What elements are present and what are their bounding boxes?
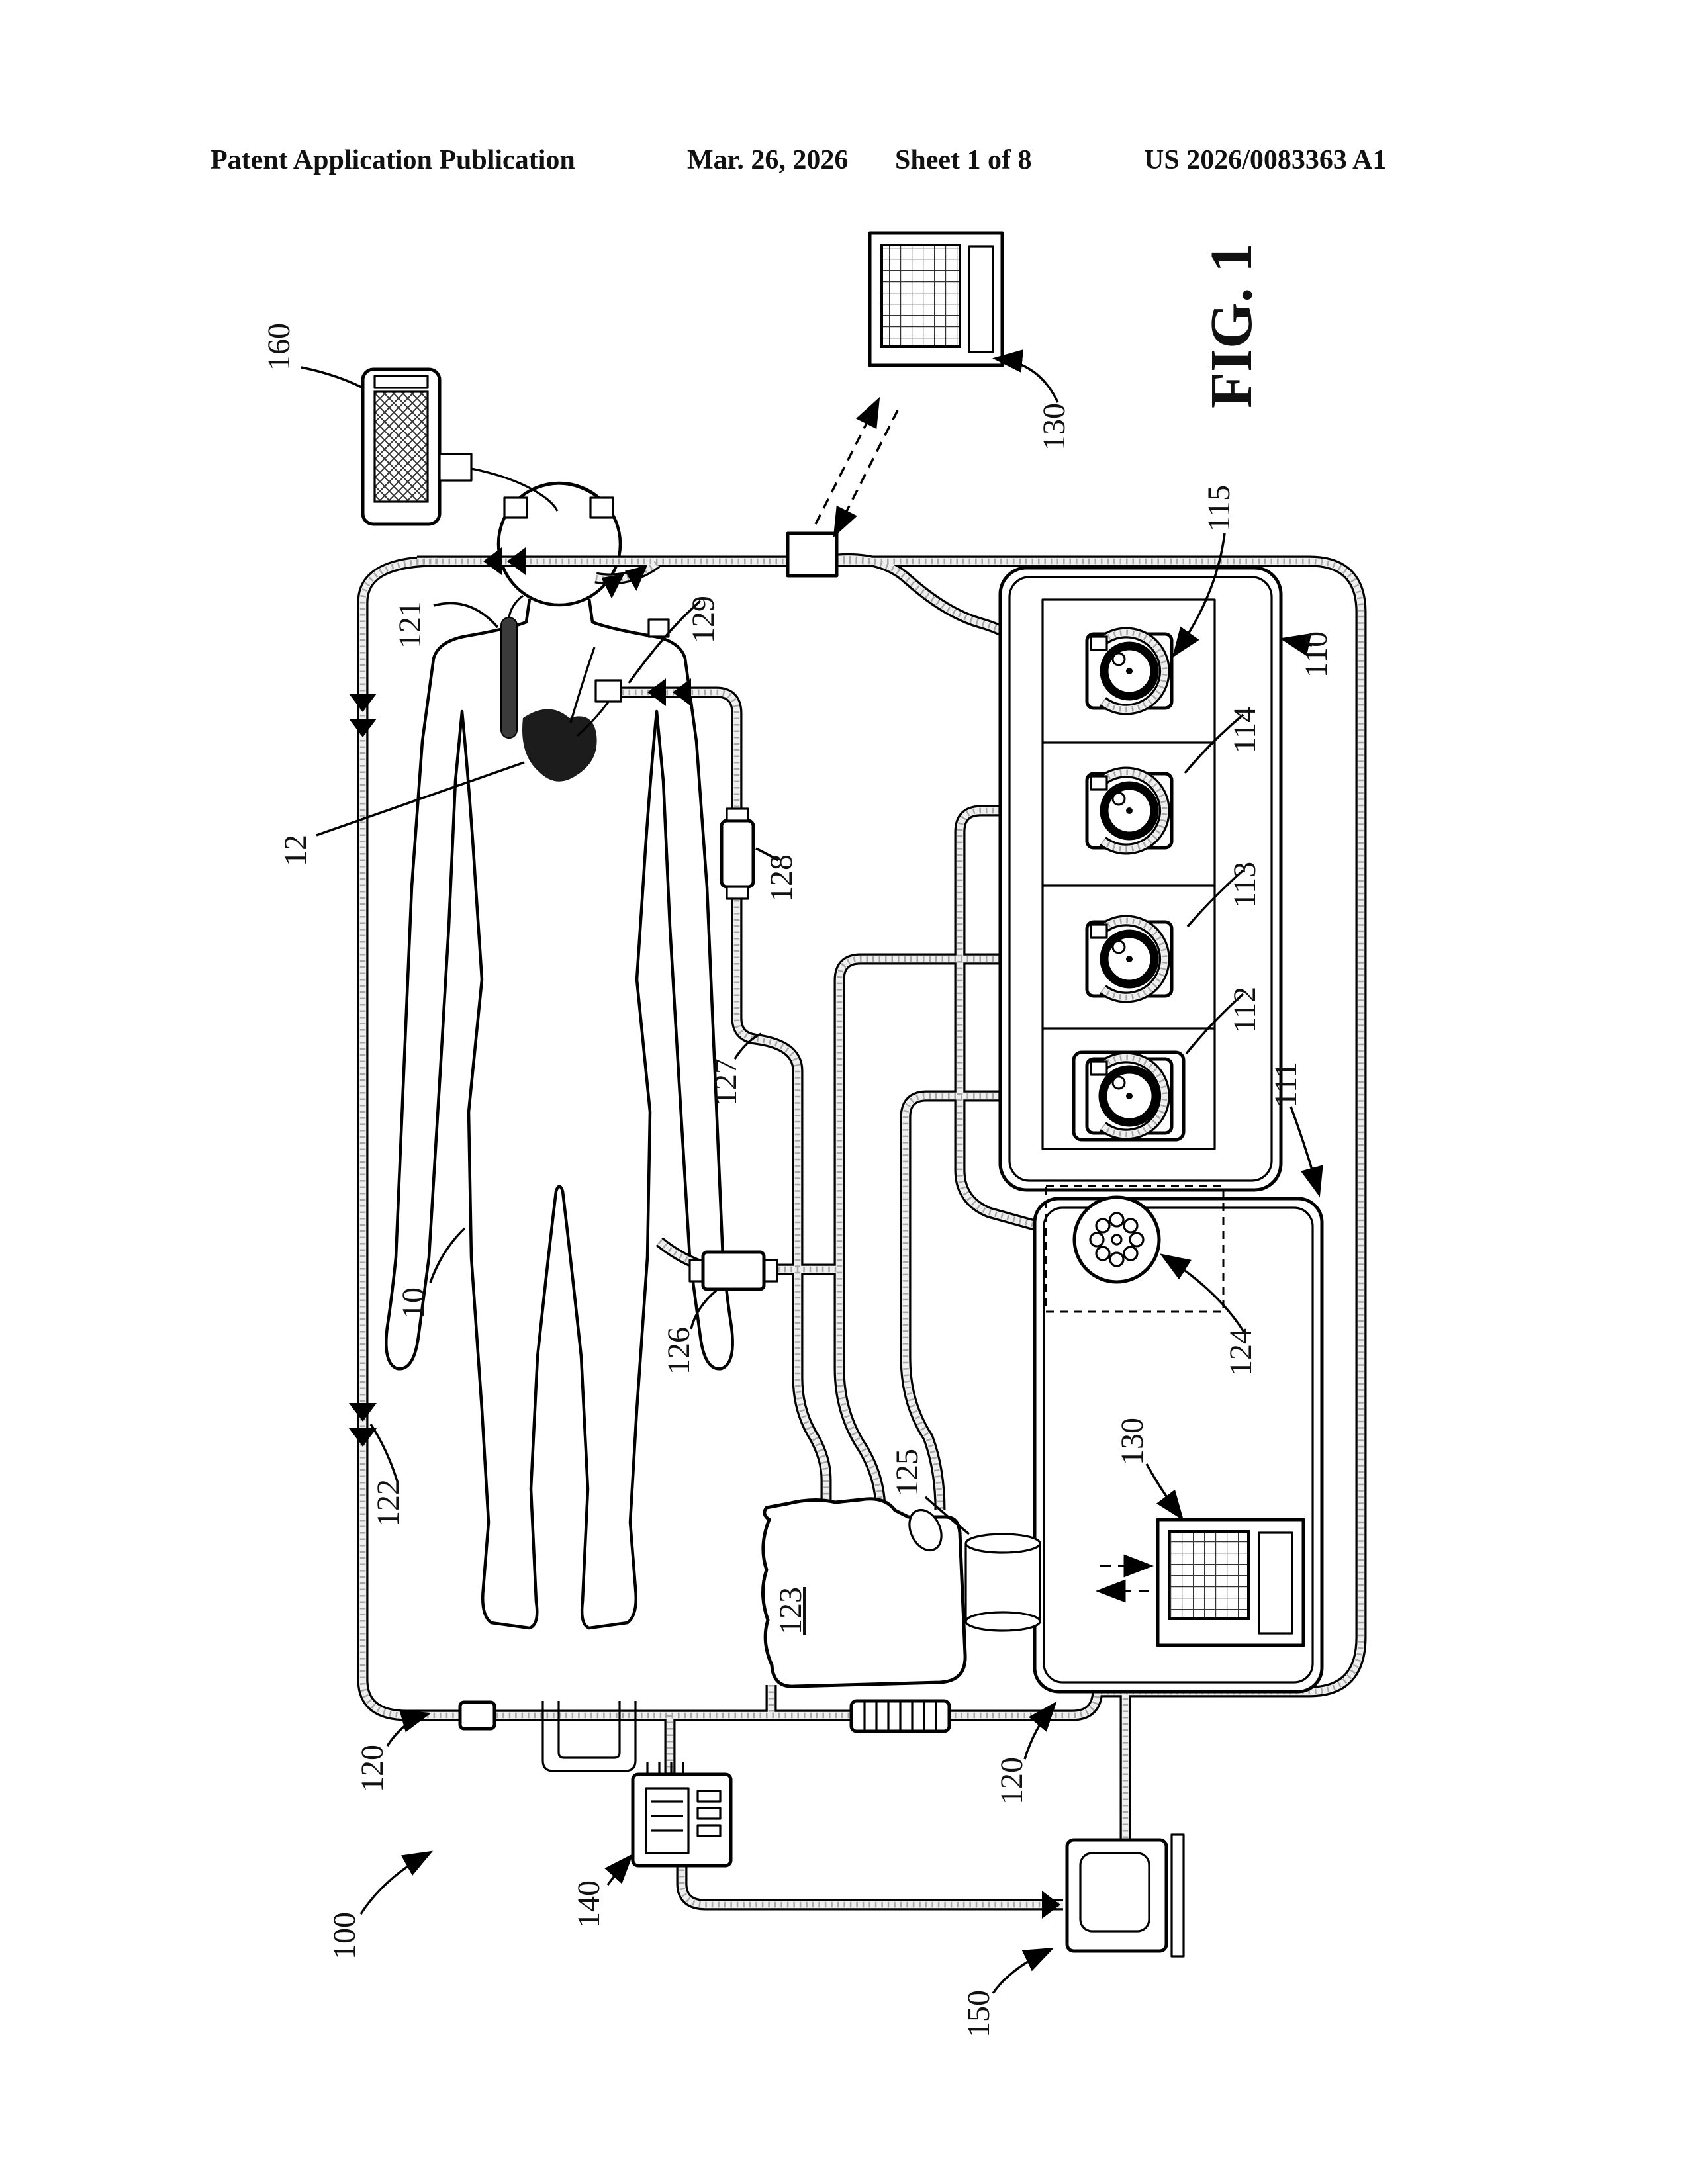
foot-clamp: [541, 1701, 637, 1772]
dashed-zone: [1045, 1185, 1225, 1313]
tee-probe-121: [500, 617, 518, 739]
ref-120-right: 120: [994, 1757, 1029, 1805]
luer-fitting-129: [594, 679, 622, 703]
cable-connector: [438, 453, 473, 482]
patient-figure: [385, 481, 734, 1630]
leader-lines: [301, 349, 1323, 1994]
ref-12: 12: [278, 835, 313, 866]
header-patent-number: US 2026/0083363 A1: [1144, 145, 1387, 175]
side-plate: [1170, 1833, 1185, 1958]
tube-connector-bottom: [458, 1700, 496, 1731]
header-publication: Patent Application Publication: [211, 145, 575, 175]
ref-113: 113: [1227, 862, 1262, 908]
side-panel: [968, 245, 994, 353]
computer-130-bottom: [1156, 1518, 1305, 1647]
header-date: Mar. 26, 2026: [687, 145, 849, 175]
screen-grid: [1168, 1530, 1250, 1620]
ref-110: 110: [1299, 631, 1334, 678]
ref-130-top: 130: [1037, 403, 1072, 451]
pump-rotors: [1090, 635, 1160, 1127]
ref-100: 100: [327, 1912, 362, 1960]
console-150: [1065, 1833, 1185, 1958]
patient-body-outline: [385, 598, 734, 1630]
keyboard-panel: [1258, 1531, 1293, 1635]
heart-icon: [522, 709, 597, 782]
centrifugal-pump-124: [1072, 1195, 1161, 1284]
pump-rotor-115: [1090, 635, 1159, 701]
ref-130-bottom: 130: [1115, 1418, 1150, 1465]
header-sheet-number: Sheet 1 of 8: [895, 145, 1032, 175]
ref-129: 129: [686, 596, 721, 643]
controller-140: [631, 1762, 733, 1868]
connector-126: [688, 1250, 778, 1291]
ref-160: 160: [261, 323, 297, 371]
catheter-fitting: [647, 618, 670, 638]
ref-115: 115: [1201, 485, 1237, 531]
ref-127: 127: [708, 1058, 743, 1106]
head-band: [515, 482, 602, 502]
display: [1079, 1852, 1150, 1933]
head-electrode-left: [503, 496, 528, 519]
screen-grid: [880, 244, 961, 348]
ref-128: 128: [764, 854, 799, 902]
reference-numerals: 160 130 121 129 12 128 115 110 114 113 1…: [261, 323, 1334, 2038]
head-electrode-right: [589, 496, 614, 519]
ref-125: 125: [890, 1449, 925, 1496]
ref-120-left: 120: [355, 1745, 390, 1792]
ref-121: 121: [393, 601, 428, 649]
compartment-111: [1033, 1185, 1324, 1694]
ref-123: 123: [773, 1587, 808, 1635]
ref-10: 10: [396, 1287, 431, 1319]
reservoir-123: [761, 1497, 967, 1688]
connector-128: [720, 807, 755, 900]
ref-114: 114: [1227, 707, 1262, 753]
pump-rotor-114: [1090, 775, 1159, 841]
ref-140: 140: [571, 1880, 606, 1928]
ref-111: 111: [1268, 1062, 1303, 1107]
ref-112: 112: [1227, 987, 1262, 1033]
pump-rotor-112: [1090, 1060, 1160, 1127]
ref-126: 126: [661, 1327, 696, 1375]
junction-box: [786, 531, 839, 578]
sensor-cable: [471, 467, 559, 512]
display: [645, 1787, 690, 1854]
ref-150: 150: [961, 1990, 996, 2038]
tee-probe-stem: [508, 594, 524, 618]
sensor-module-160: [361, 367, 559, 526]
ref-122: 122: [371, 1479, 406, 1527]
reservoir-port: [908, 1508, 943, 1552]
ref-124: 124: [1223, 1328, 1258, 1376]
oxygenator-125: [964, 1533, 1041, 1632]
figure-label: FIG. 1: [1199, 243, 1264, 408]
pump-rotor-113: [1090, 923, 1159, 989]
ribbed-connector: [849, 1699, 951, 1733]
computer-130-top: [868, 231, 1004, 367]
sheet-header: Patent Application Publication Mar. 26, …: [0, 144, 1688, 184]
comm-links: [814, 396, 1154, 1603]
screen-hatch: [373, 390, 429, 503]
